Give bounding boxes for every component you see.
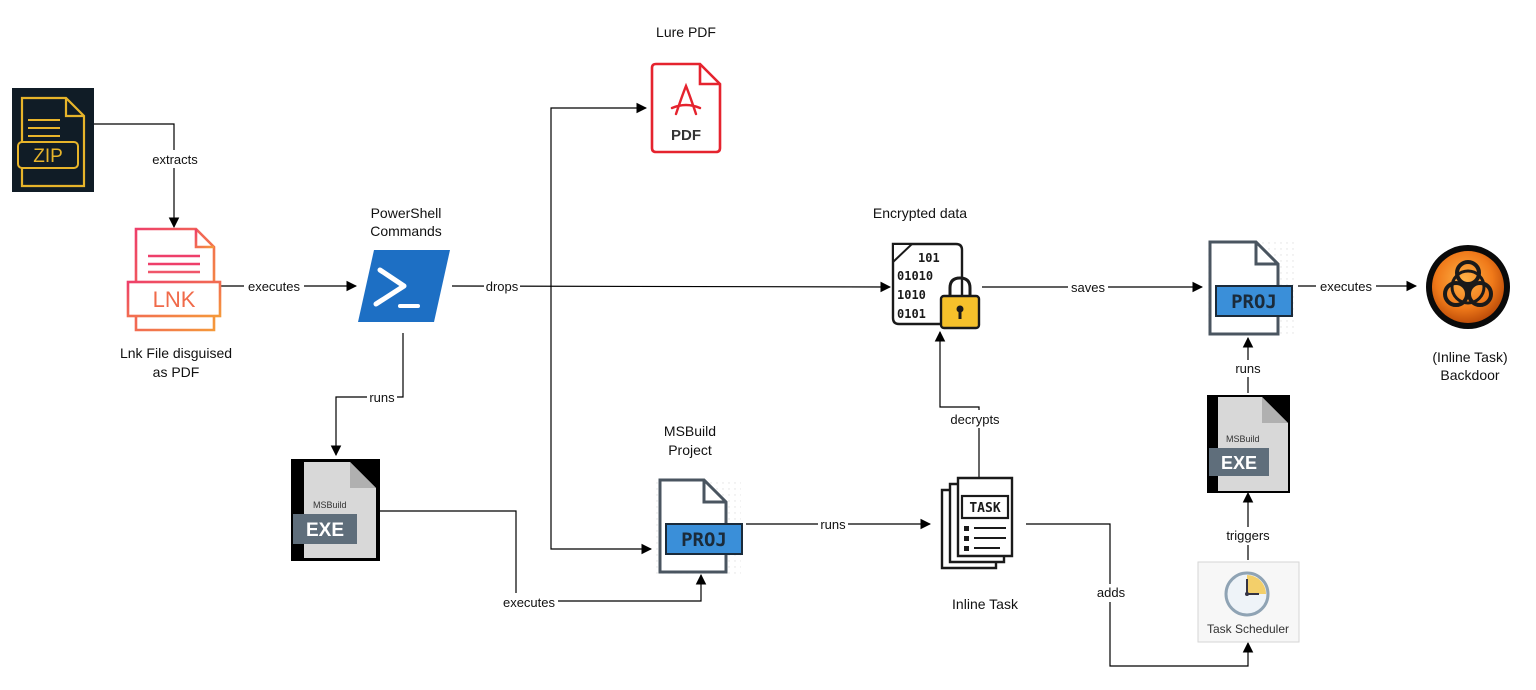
node-task-scheduler: Task Scheduler — [1197, 561, 1300, 643]
edge-label-runs-exe2: runs — [1235, 361, 1261, 376]
node-backdoor: (Inline Task) Backdoor — [1426, 245, 1510, 383]
zip-icon-text: ZIP — [33, 146, 63, 167]
edge-extracts — [94, 123, 180, 229]
edge-label-extracts: extracts — [152, 152, 198, 167]
zip-file-icon — [20, 96, 86, 188]
powershell-label-line2: Commands — [370, 223, 442, 239]
node-msbuild-exe-1: MSBuild EXE — [291, 459, 380, 561]
node-inline-task: TASK Inline Task — [940, 476, 1019, 612]
inline-task-label: Inline Task — [952, 596, 1019, 612]
edge-label-decrypts: decrypts — [950, 412, 1000, 427]
edge-adds — [1026, 523, 1254, 667]
edge-label-triggers: triggers — [1226, 528, 1270, 543]
powershell-label-line1: PowerShell — [371, 205, 442, 221]
msbuild-exe-2-text: EXE — [1221, 453, 1257, 473]
edge-labels: extracts executes drops runs executes ru… — [144, 150, 1376, 611]
pdf-icon-text: PDF — [671, 127, 701, 144]
node-msbuild-exe-2: MSBuild EXE — [1207, 395, 1290, 493]
node-lure-pdf: Lure PDF PDF — [650, 24, 722, 154]
lnk-label-line2: as PDF — [153, 364, 200, 380]
edge-drops-branch-proj — [550, 286, 653, 555]
node-encrypted-data: Encrypted data 101 01010 1010 0101 — [873, 205, 981, 330]
edge-label-runs-ps: runs — [369, 390, 395, 405]
node-lnk: LNK Lnk File disguised as PDF — [120, 227, 232, 380]
edge-label-saves: saves — [1071, 280, 1105, 295]
lnk-icon-text: LNK — [153, 287, 196, 312]
task-scheduler-caption: Task Scheduler — [1207, 622, 1289, 636]
proj-saved-icon-text: PROJ — [1231, 291, 1277, 313]
node-msbuild-project: MSBuild Project PROJ — [655, 423, 743, 574]
lnk-label-line1: Lnk File disguised — [120, 345, 232, 361]
msbuild-exe-2-caption: MSBuild — [1226, 434, 1260, 444]
node-proj-saved: PROJ — [1206, 240, 1296, 336]
edge-label-drops: drops — [486, 279, 519, 294]
node-zip: ZIP — [12, 88, 94, 192]
encrypted-bits-row3: 1010 — [897, 288, 926, 302]
msbuild-project-label-line1: MSBuild — [664, 423, 716, 439]
encrypted-bits-row1: 101 — [918, 251, 940, 265]
edge-label-executes-exe: executes — [503, 595, 556, 610]
edge-label-adds: adds — [1097, 585, 1126, 600]
edge-drops — [451, 281, 892, 293]
backdoor-label-line2: Backdoor — [1440, 367, 1499, 383]
edge-executes-exe — [380, 510, 707, 602]
msbuild-project-label-line2: Project — [668, 442, 712, 458]
inline-task-icon-text: TASK — [969, 501, 1000, 516]
lure-pdf-label: Lure PDF — [656, 24, 716, 40]
msbuild-exe-1-text: EXE — [306, 520, 344, 541]
edge-label-executes-lnk: executes — [248, 279, 301, 294]
edge-decrypts — [934, 330, 980, 477]
node-powershell: PowerShell Commands — [358, 205, 450, 322]
edge-label-runs-proj: runs — [820, 517, 846, 532]
pdf-file-icon — [650, 62, 722, 154]
edge-drops-branch-pdf — [550, 102, 648, 286]
encrypted-bits-row4: 0101 — [897, 307, 926, 321]
encrypted-data-label: Encrypted data — [873, 205, 967, 221]
backdoor-label-line1: (Inline Task) — [1432, 349, 1507, 365]
msbuild-project-icon-text: PROJ — [681, 529, 727, 551]
edge-label-executes-backdoor: executes — [1320, 279, 1373, 294]
encrypted-bits-row2: 01010 — [897, 269, 933, 283]
msbuild-exe-1-caption: MSBuild — [313, 500, 347, 510]
